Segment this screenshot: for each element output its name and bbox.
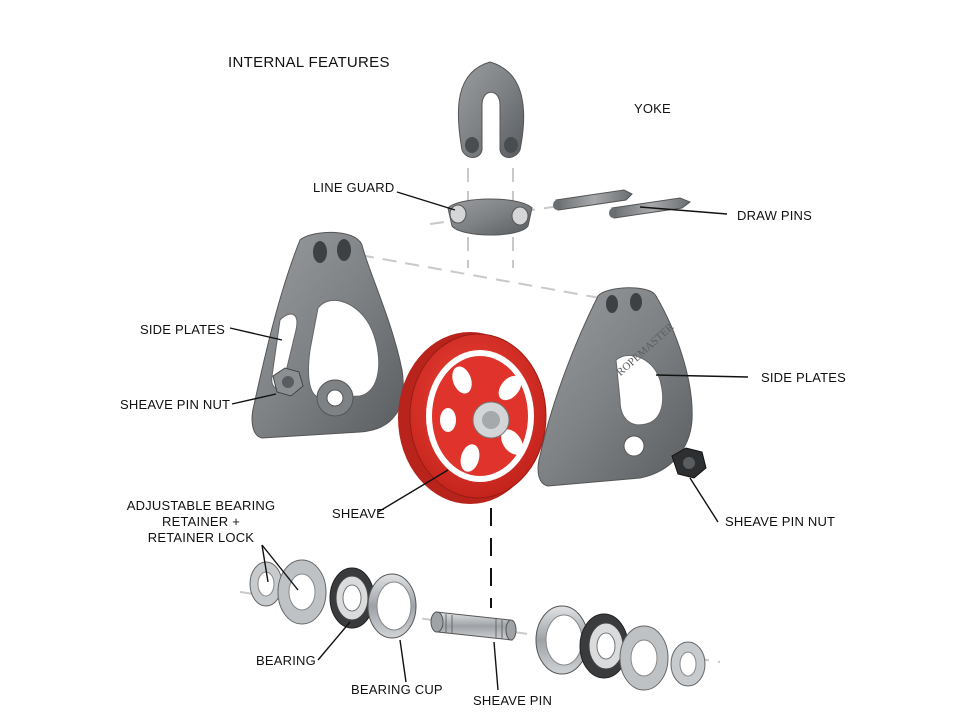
label-bearing-retainer-line2: RETAINER + <box>162 514 240 529</box>
label-sheave-pin-nut-left: SHEAVE PIN NUT <box>120 397 231 412</box>
right-bearing-retainer-lock <box>619 625 706 691</box>
label-draw-pins: DRAW PINS <box>737 208 812 223</box>
left-side-plate-part <box>251 231 404 439</box>
label-side-plates-left: SIDE PLATES <box>140 322 226 337</box>
sheave-part <box>398 332 547 504</box>
draw-pins-part <box>553 189 692 219</box>
left-bearing-cup <box>367 573 417 639</box>
label-bearing-retainer: ADJUSTABLE BEARING RETAINER + RETAINER L… <box>126 498 276 546</box>
label-yoke: YOKE <box>634 101 671 116</box>
right-side-plate-part: ROPEMASTER <box>537 287 693 487</box>
leader-lines <box>229 191 749 691</box>
left-sheave-pin-nut <box>272 367 304 397</box>
label-sheave: SHEAVE <box>332 506 385 521</box>
right-bearing <box>579 613 629 679</box>
yoke-part <box>457 61 525 158</box>
label-bearing-cup: BEARING CUP <box>351 682 443 697</box>
left-bearing-retainer-lock <box>249 559 327 625</box>
right-bearing-cup <box>535 605 589 675</box>
line-guard-part <box>447 198 533 236</box>
label-side-plates-right: SIDE PLATES <box>761 370 847 385</box>
label-line-guard: LINE GUARD <box>313 180 395 195</box>
label-sheave-pin-nut-right: SHEAVE PIN NUT <box>725 514 836 529</box>
sheave-pin-part <box>430 611 517 641</box>
diagram-title: INTERNAL FEATURES <box>228 54 390 71</box>
label-sheave-pin: SHEAVE PIN <box>473 693 553 708</box>
label-bearing-retainer-line1: ADJUSTABLE BEARING <box>126 498 276 513</box>
label-bearing-retainer-line3: RETAINER LOCK <box>147 530 255 545</box>
label-bearing: BEARING <box>256 653 316 668</box>
right-sheave-pin-nut <box>671 447 707 479</box>
left-bearing <box>329 567 375 629</box>
